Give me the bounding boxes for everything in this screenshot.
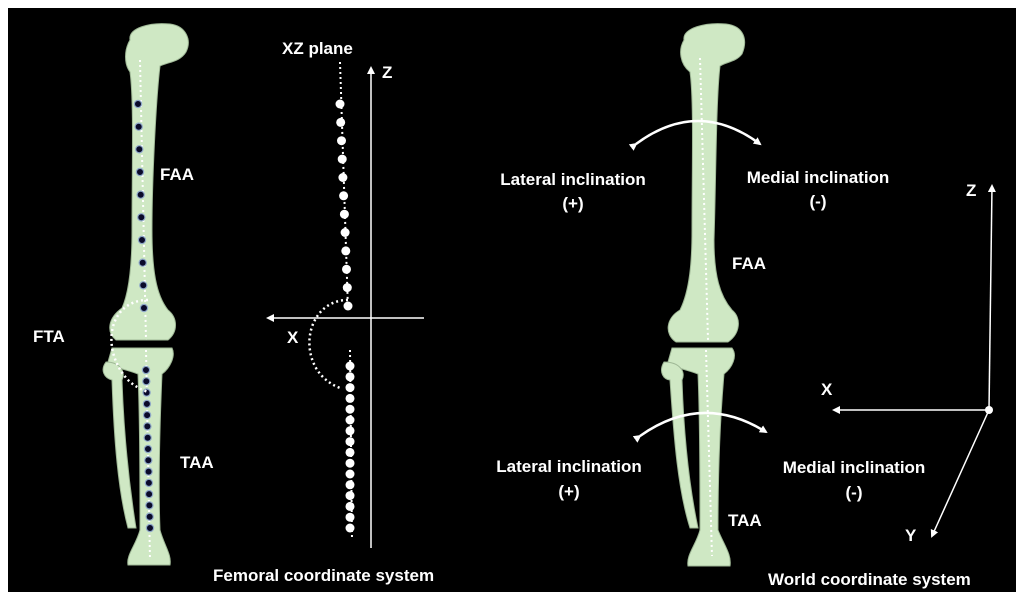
femur-marker [139,259,146,266]
xz-tibia-dot [346,524,355,533]
lower-medial-sign: (-) [762,484,946,501]
tibia-marker [144,434,151,441]
tibia-marker [143,389,150,396]
world-z-axis-label: Z [966,182,976,199]
femur-marker [140,304,147,311]
tibia-marker [144,412,151,419]
femur-marker [134,100,141,107]
femur-marker [136,146,143,153]
lower-lateral-inclination-label: Lateral inclination [474,458,664,475]
left-tibia-axis-label: TAA [180,454,214,471]
world-caption: World coordinate system [768,571,971,588]
xz-femur-dot [338,155,347,164]
xz-femur-dot [336,100,345,109]
right-femur-axis-label: FAA [732,255,766,272]
upper-medial-sign: (-) [726,193,910,210]
xz-tibia-dot [346,513,355,522]
world-origin-point [985,406,993,414]
upper-lateral-sign: (+) [478,195,668,212]
tibia-marker [146,502,153,509]
tibia-marker [143,400,150,407]
left-femur-axis-label: FAA [160,166,194,183]
xz-tibia-dot [346,459,355,468]
tibia-marker [146,513,153,520]
upper-lateral-inclination-label: Lateral inclination [478,171,668,188]
xz-angle-arc [309,300,348,388]
xz-plane-label: XZ plane [282,40,353,57]
xz-tibia-dot [346,491,355,500]
left-z-axis-label: Z [382,64,392,81]
xz-tibia-dot [346,502,355,511]
tibia-marker [142,366,149,373]
tibia-marker [146,524,153,531]
fta-label: FTA [33,328,65,345]
tibia-marker [144,445,151,452]
xz-tibia-dot [346,480,355,489]
xz-femur-dots [336,100,353,311]
tibia-marker [143,378,150,385]
tibia-marker [144,423,151,430]
femur-marker [135,123,142,130]
xz-tibia-dot [346,448,355,457]
world-y-axis-label: Y [905,527,916,544]
tibia-marker [146,491,153,498]
tibia-marker [145,479,152,486]
left-tibia [103,348,173,565]
tibia-marker [145,457,152,464]
tibia-marker [145,468,152,475]
world-x-axis-label: X [821,381,832,398]
femoral-caption: Femoral coordinate system [213,567,434,584]
lower-medial-inclination-label: Medial inclination [762,459,946,476]
upper-medial-inclination-label: Medial inclination [726,169,910,186]
xz-tibia-dot [346,470,355,479]
right-tibia [662,348,735,566]
femur-marker [140,282,147,289]
left-x-axis-label: X [287,329,298,346]
world-z-axis-arrow[interactable] [989,186,992,410]
right-tibia-axis-label: TAA [728,512,762,529]
femur-marker [138,236,145,243]
femur-marker [136,168,143,175]
xz-femur-dot [336,118,345,127]
xz-tibia-dots [346,362,355,533]
femur-marker [137,191,144,198]
lower-lateral-sign: (+) [474,483,664,500]
femur-marker [138,214,145,221]
